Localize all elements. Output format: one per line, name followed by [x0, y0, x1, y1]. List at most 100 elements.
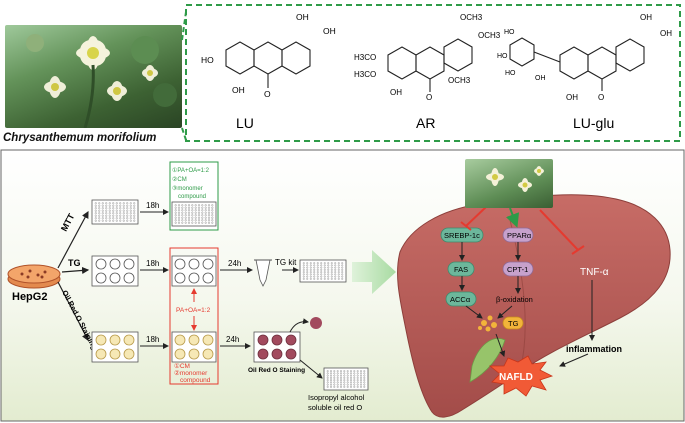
plate-well [353, 385, 356, 388]
plate-well [126, 214, 129, 217]
mtt-treat-4: compound [178, 194, 206, 200]
plate-well [340, 379, 342, 382]
plate-well [115, 217, 118, 220]
mtt-branch-arrow [57, 210, 89, 269]
plate-well [306, 273, 309, 276]
plate-well [306, 277, 309, 280]
plate-well [363, 370, 366, 373]
plate-well [174, 211, 177, 214]
plate-well [302, 277, 305, 280]
chrysanthemum-photo [5, 25, 182, 128]
plate-well [133, 217, 136, 220]
tg-tube [254, 259, 272, 287]
plate-well [356, 372, 359, 375]
plate-well [309, 275, 312, 278]
plate-well [126, 209, 129, 212]
plate-well [208, 204, 211, 207]
glu-sub-1: HO [504, 29, 515, 36]
tg-branch-label: TG [68, 258, 81, 268]
plate-well [94, 219, 97, 222]
ar-sub-oh: OH [390, 88, 402, 97]
plate-well [340, 376, 342, 379]
plate-well [177, 221, 180, 224]
tg-plate-1 [91, 255, 139, 287]
plate-well [306, 262, 309, 265]
plate-well [211, 209, 214, 212]
plate-well [360, 370, 362, 373]
plate-well [211, 214, 214, 217]
plate-well [323, 266, 326, 269]
extraction-arrow [299, 359, 323, 379]
plate-well [181, 211, 184, 214]
plate-well [343, 381, 346, 384]
plate-well [174, 221, 177, 224]
fas-label: FAS [454, 265, 468, 274]
plate-well [98, 204, 101, 207]
plate-well [174, 209, 177, 212]
plate-well [323, 271, 326, 274]
plate-well [337, 273, 340, 276]
plate-well [320, 268, 323, 271]
plate-well [343, 385, 346, 388]
plate-well [194, 206, 197, 209]
plate-well [330, 271, 333, 274]
plate-well [363, 381, 366, 384]
plate-well [115, 204, 118, 207]
plate-well [334, 262, 337, 265]
ar-sub-3: OCH3 [460, 13, 483, 22]
srebp-label: SREBP-1c [444, 231, 480, 240]
plate-well [101, 202, 104, 205]
plate-well [98, 202, 101, 205]
ppar-label: PPARα [507, 231, 532, 240]
plate-well [326, 383, 329, 386]
mtt-time: 18h [146, 201, 159, 210]
plate-well [350, 379, 352, 382]
plate-well [320, 271, 323, 274]
plate-well [336, 376, 339, 379]
plate-well [94, 214, 97, 217]
stain-image-arrow [289, 318, 309, 333]
plate-well [105, 202, 108, 205]
ar-label: AR [416, 115, 435, 131]
plate-well [188, 219, 191, 222]
plate-well [327, 275, 330, 278]
plate-well [334, 273, 337, 276]
plate-well [129, 207, 132, 210]
plate-well [330, 374, 332, 377]
plate-well [346, 374, 349, 377]
plate-well [204, 206, 207, 209]
flower-thumbnail [465, 159, 553, 208]
plate-well [105, 204, 108, 207]
plate-well [211, 216, 214, 219]
lu-structure [225, 41, 311, 88]
lu-sub-oh1: OH [296, 12, 309, 22]
plate-well [363, 383, 366, 386]
plate-well [129, 212, 132, 215]
plate-well [330, 275, 333, 278]
plate-well [201, 216, 204, 219]
plate-well [105, 219, 108, 222]
plate-well [122, 217, 125, 220]
plate-well [208, 219, 211, 222]
lipid-droplets [478, 315, 497, 332]
tg-time-18h: 18h [146, 259, 159, 268]
plate-well [309, 277, 312, 280]
plate-well [341, 271, 344, 274]
plate-well [330, 376, 332, 379]
plate-well [337, 271, 340, 274]
plate-well [201, 206, 204, 209]
plate-well [184, 221, 187, 224]
plate-well [181, 214, 184, 217]
plate-well [184, 209, 187, 212]
plate-well [350, 376, 352, 379]
plate-well [333, 379, 336, 382]
plate-well [313, 277, 316, 280]
plate-well [337, 268, 340, 271]
oil-plate-1 [91, 331, 139, 363]
plate-well [184, 219, 187, 222]
plate-well [194, 219, 197, 222]
plate-well [306, 275, 309, 278]
plate-well [188, 221, 191, 224]
plate-well [363, 379, 366, 382]
